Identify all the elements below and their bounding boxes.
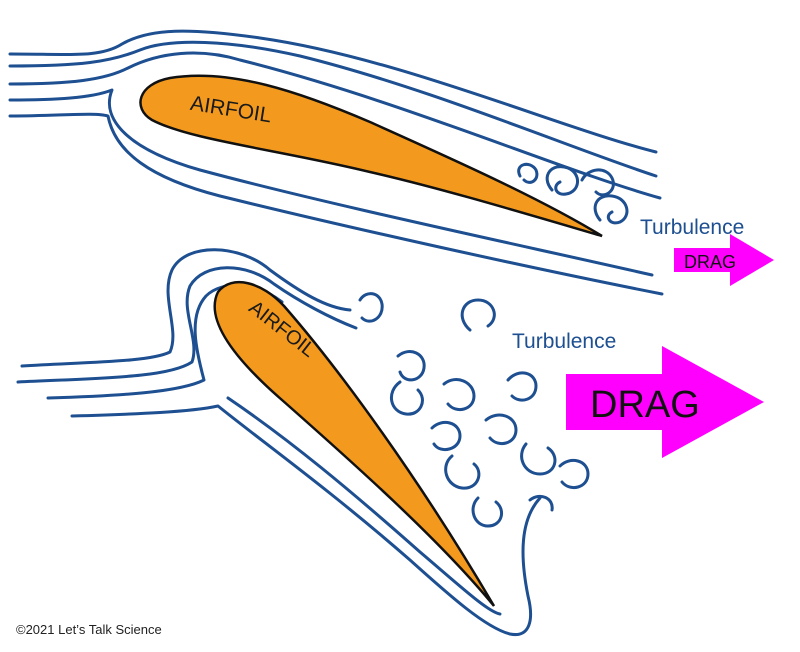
bottom-swirl [484,413,518,446]
top-swirl [517,162,539,184]
top-streamline-4 [8,88,654,277]
bottom-swirl [444,454,481,490]
bottom-streamline-5 [226,396,502,616]
bottom-streamlines [16,248,542,636]
top-swirl [545,165,579,196]
copyright-notice: ©2021 Let’s Talk Science [16,622,162,637]
bottom-swirl [390,380,424,416]
bottom-swirl [506,371,538,402]
top-turbulence-label: Turbulence [640,216,744,239]
bottom-drag-label: DRAG [590,384,700,426]
top-streamline-3 [8,51,662,200]
top-drag-label: DRAG [684,252,736,272]
top-streamline-1 [8,29,658,154]
bottom-streamline-4 [70,404,542,636]
bottom-streamline-2 [16,266,358,384]
bottom-swirl [358,292,384,323]
bottom-swirl [442,378,476,412]
top-drag-arrow [674,234,774,286]
bottom-panel: AIRFOIL Turbulence DRAG [16,248,764,636]
top-streamline-2 [8,40,658,178]
bottom-swirl [558,458,590,490]
bottom-swirl [520,442,557,476]
top-swirl [580,168,615,197]
bottom-turbulence-swirls [358,292,590,528]
bottom-airfoil [213,280,496,607]
top-swirl [593,194,629,225]
top-turbulence-swirls [517,162,629,225]
bottom-swirl [430,420,462,452]
bottom-swirl [528,494,554,512]
top-panel: AIRFOIL Turbulence DRAG [8,29,774,296]
bottom-streamline-1 [20,248,352,368]
bottom-drag-arrow [566,346,764,458]
top-streamlines [8,29,664,296]
top-airfoil [139,74,603,238]
top-streamline-5 [8,112,664,296]
bottom-swirl [460,298,496,332]
bottom-swirl [396,350,426,382]
bottom-turbulence-label: Turbulence [512,330,616,353]
bottom-swirl [471,496,504,528]
